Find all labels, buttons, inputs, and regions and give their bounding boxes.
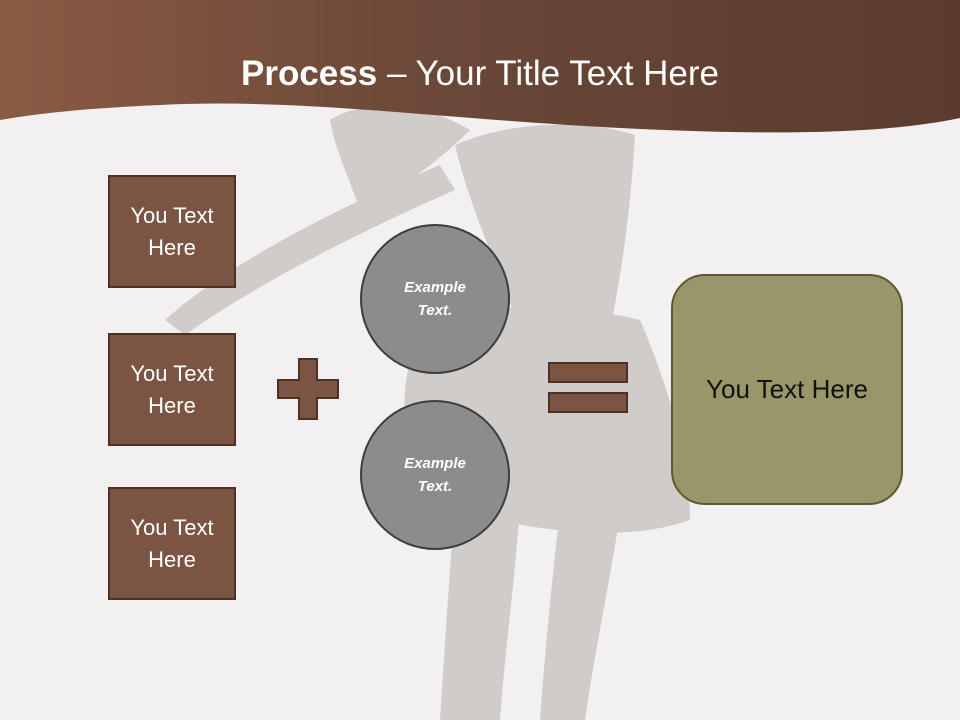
result-box: You Text Here [671, 274, 903, 505]
header-banner [0, 0, 960, 133]
text-box-label: You Text Here [130, 360, 214, 418]
text-box-label: You Text Here [130, 514, 214, 572]
text-box-3: You Text Here [108, 487, 236, 600]
example-circle-1: Example Text. [360, 224, 510, 374]
example-circle-2: Example Text. [360, 400, 510, 550]
equals-icon [548, 362, 628, 413]
circle-label: Example Text. [404, 279, 466, 319]
slide-title: Process – Your Title Text Here [0, 52, 960, 96]
text-box-label: You Text Here [130, 202, 214, 260]
title-bold: Process [241, 54, 378, 93]
text-box-2: You Text Here [108, 333, 236, 446]
circle-label: Example Text. [404, 455, 466, 495]
title-rest: – Your Title Text Here [377, 54, 719, 93]
text-box-1: You Text Here [108, 175, 236, 288]
result-label: You Text Here [706, 374, 868, 404]
plus-icon [277, 358, 339, 420]
